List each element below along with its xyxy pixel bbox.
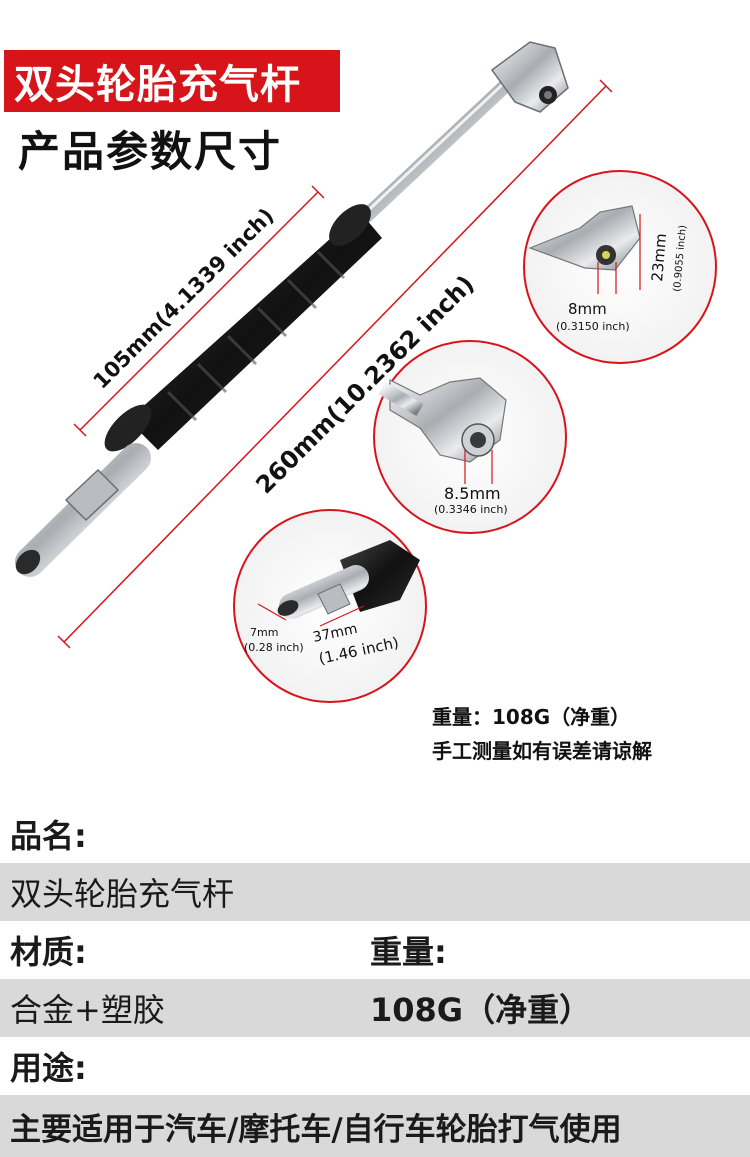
- disclaimer-line: 手工测量如有误差请谅解: [432, 739, 652, 763]
- head-hole-label: 8mm: [568, 300, 607, 318]
- product-image: 105mm(4.1339 inch) 260mm(10.2362 inch) 2…: [15, 41, 717, 703]
- head-height-label: 23mm: [648, 233, 670, 283]
- dimension-lines: [57, 79, 613, 649]
- spec-row-material-label: 材质: 重量:: [0, 921, 750, 979]
- head2-hole-label: 8.5mm: [444, 484, 501, 503]
- bottom-plug: [15, 443, 151, 577]
- spec-row-material-value: 合金+塑胶 108G（净重）: [0, 979, 750, 1037]
- detail-circle-top-head: [523, 170, 717, 364]
- weight-value: 108G（净重）: [370, 991, 592, 1029]
- head2-hole-inch-label: (0.3346 inch): [434, 503, 508, 516]
- weight-label: 重量:: [370, 933, 447, 971]
- head-hole-inch-label: (0.3150 inch): [556, 320, 630, 333]
- spec-row-usage-value: 主要适用于汽车/摩托车/自行车轮胎打气使用: [0, 1095, 750, 1157]
- detail-circle-second-head: [373, 340, 567, 534]
- spec-table: 品名: 双头轮胎充气杆 材质: 重量: 合金+塑胶 108G（净重） 用途: 主…: [0, 805, 750, 1157]
- plug-tip-inch-label: (0.28 inch): [244, 641, 304, 654]
- plug-tip-label: 7mm: [250, 626, 278, 639]
- weight-note: 重量：108G（净重） 手工测量如有误差请谅解: [432, 700, 652, 768]
- name-value: 双头轮胎充气杆: [10, 875, 235, 913]
- usage-label: 用途:: [10, 1049, 87, 1087]
- spec-row-name-value: 双头轮胎充气杆: [0, 863, 750, 921]
- material-value: 合金+塑胶: [10, 991, 165, 1029]
- material-label: 材质:: [10, 933, 87, 971]
- grip-length-label: 105mm(4.1339 inch): [89, 204, 279, 394]
- page-subtitle: 产品参数尺寸: [18, 127, 283, 176]
- product-title-badge: 双头轮胎充气杆: [4, 50, 340, 112]
- top-chuck-head: [490, 41, 569, 113]
- weight-note-line: 重量：108G（净重）: [432, 705, 631, 729]
- rubber-grip: [104, 204, 382, 452]
- inflator-rod: [353, 41, 569, 229]
- usage-value: 主要适用于汽车/摩托车/自行车轮胎打气使用: [10, 1111, 622, 1148]
- spec-row-name-label: 品名:: [0, 805, 750, 863]
- detail-circle-plug: [233, 509, 427, 703]
- name-label: 品名:: [10, 817, 87, 855]
- spec-row-usage-label: 用途:: [0, 1037, 750, 1095]
